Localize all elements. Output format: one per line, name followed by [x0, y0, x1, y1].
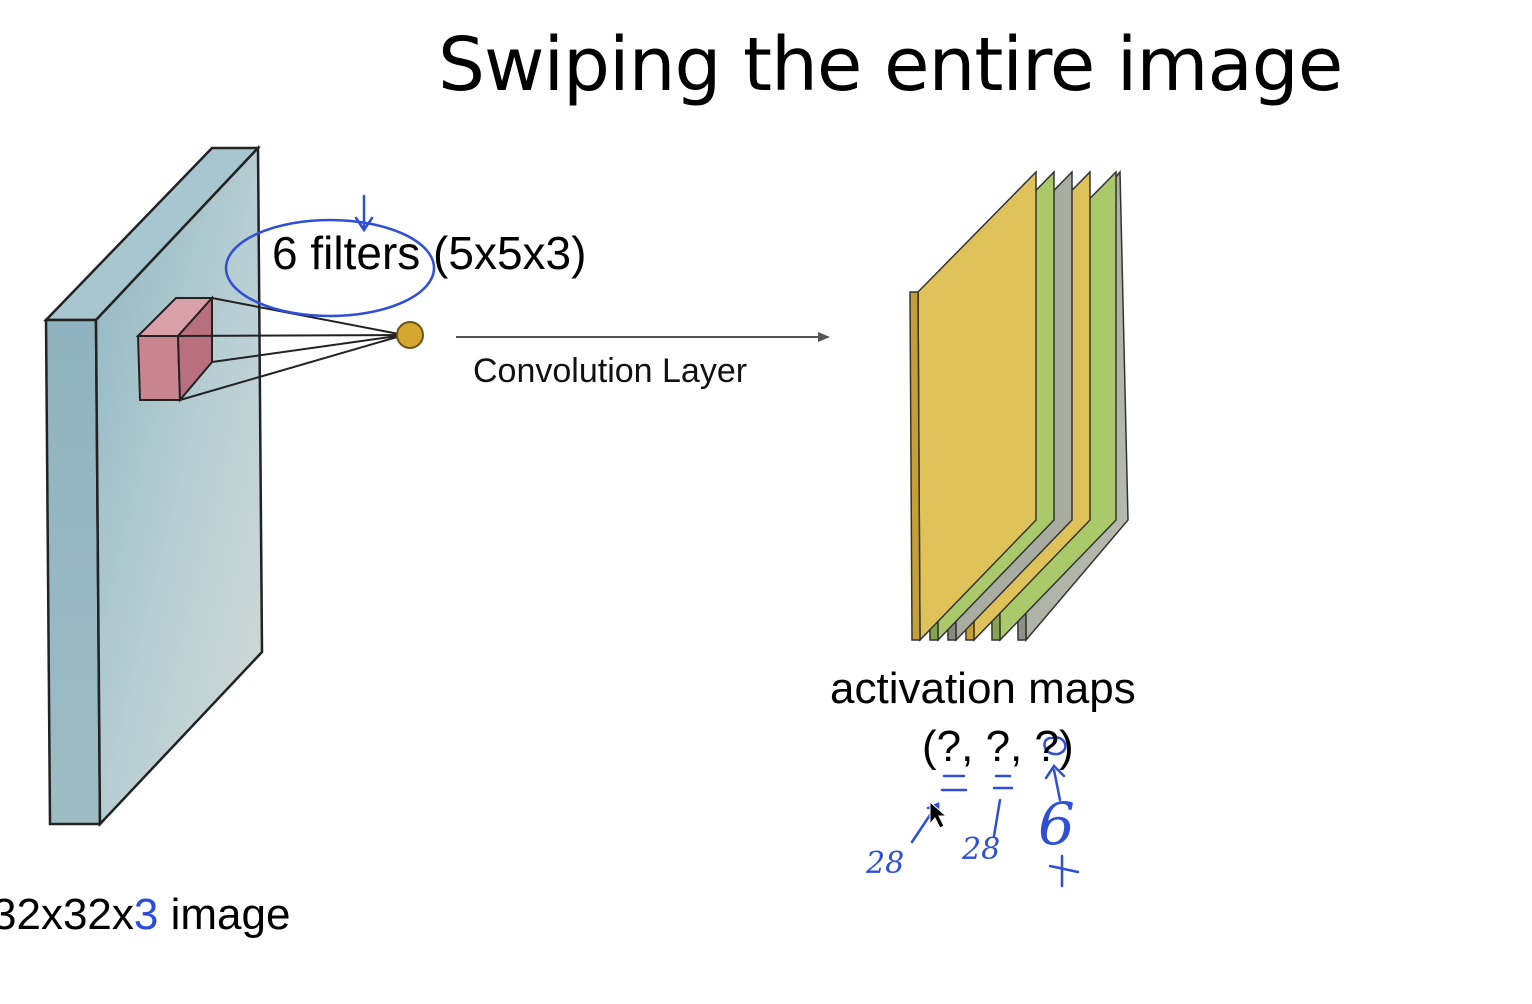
input-volume-front [94, 144, 264, 828]
input-label-suffix: image [158, 890, 291, 939]
activation-map-6-edge [909, 291, 921, 641]
receptive-field-lines [177, 297, 405, 401]
six-tail-mark [1048, 854, 1080, 888]
slide-title: Swiping the entire image [438, 22, 1343, 108]
underline-annotation-2 [992, 774, 1014, 790]
neuron-dot [396, 321, 424, 349]
activation-maps-shape: (?, ?, ?) [922, 722, 1074, 771]
convolution-layer-label: Convolution Layer [473, 352, 748, 390]
mouse-cursor-icon [929, 800, 948, 829]
activation-maps-stack [909, 169, 1129, 643]
filters-size: (5x5x3) [433, 227, 587, 279]
input-label-prefix: 32x32x [0, 890, 134, 939]
handwritten-annotations [224, 194, 1080, 888]
filters-count: 6 filters [272, 227, 421, 279]
input-image-label: 32x32x3 image [0, 890, 290, 940]
pointer-arrow-28-b [992, 798, 1002, 838]
handwritten-dim-6: 6 [1038, 790, 1075, 858]
underline-annotation-1 [940, 774, 968, 792]
input-volume-side [44, 318, 102, 826]
activation-maps-label: activation maps [830, 664, 1136, 713]
filters-label: 6 filters (5x5x3) [272, 226, 586, 280]
down-arrow-annotation [354, 194, 374, 233]
pointer-arrow-6 [1043, 736, 1067, 802]
input-volume [43, 144, 264, 828]
handwritten-dim-28-b: 28 [962, 832, 1001, 867]
filters-circle-annotation [224, 218, 436, 318]
handwritten-dim-28-a: 28 [866, 846, 905, 881]
input-label-depth: 3 [133, 890, 159, 939]
convolution-arrow [456, 332, 830, 342]
